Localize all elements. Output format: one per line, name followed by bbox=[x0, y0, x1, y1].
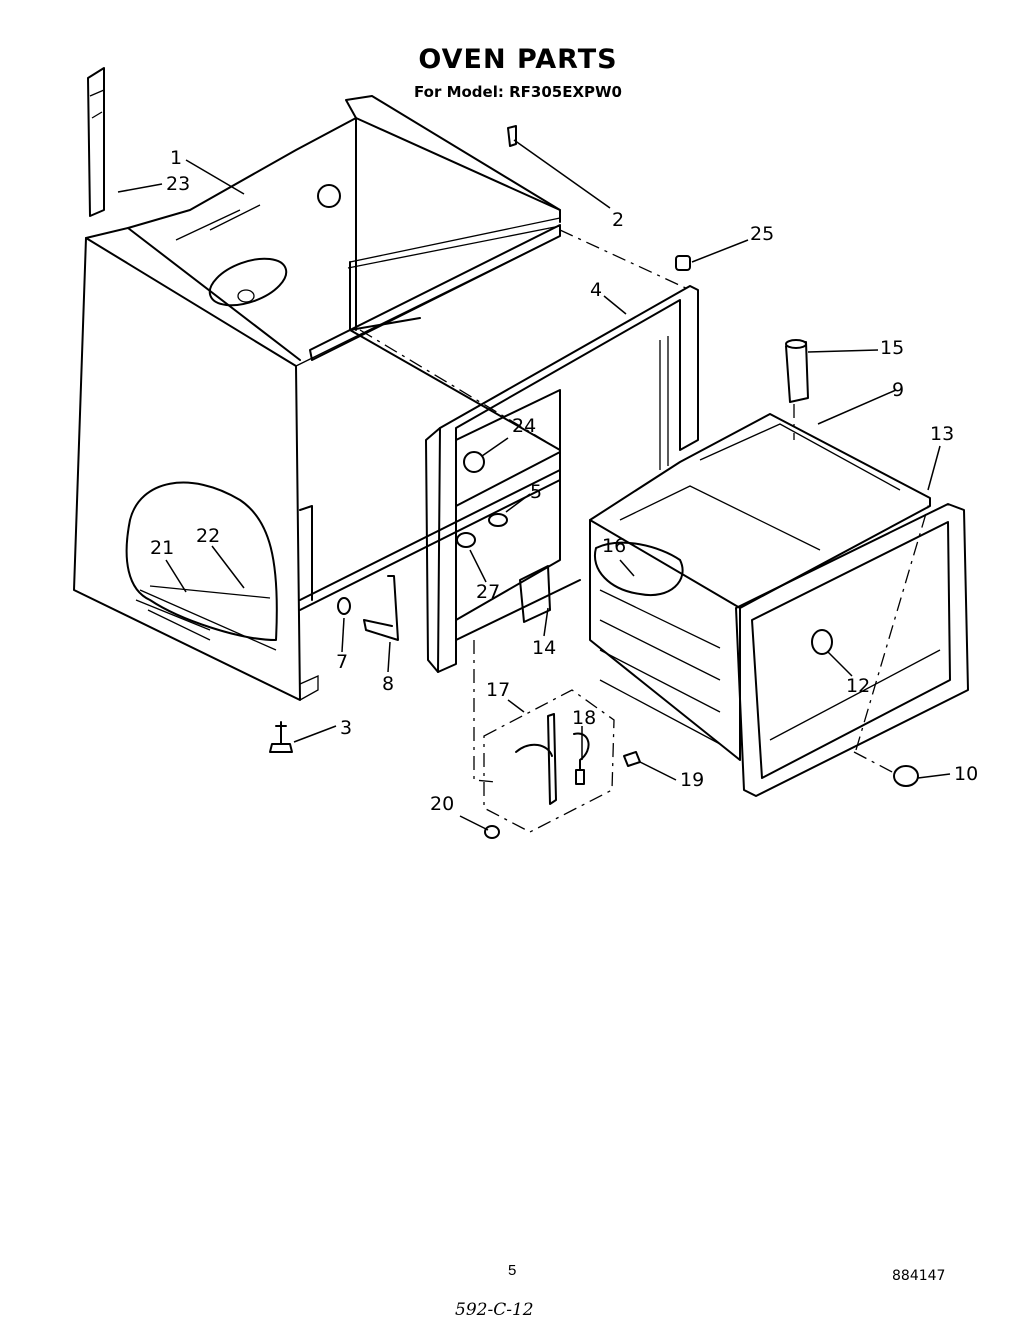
callout-1: 1 bbox=[170, 147, 182, 169]
callout-9: 9 bbox=[892, 379, 904, 401]
page-number: 5 bbox=[508, 1262, 517, 1279]
callout-19: 19 bbox=[680, 769, 704, 791]
document-number: 884147 bbox=[892, 1268, 946, 1284]
callout-8: 8 bbox=[382, 673, 394, 695]
callout-16: 16 bbox=[602, 535, 626, 557]
callout-18: 18 bbox=[572, 707, 596, 729]
callout-23: 23 bbox=[166, 173, 190, 195]
callout-27: 27 bbox=[476, 581, 500, 603]
part-23-bracket bbox=[87, 67, 105, 217]
diagram-title: OVEN PARTS bbox=[418, 44, 618, 75]
callout-22: 22 bbox=[196, 525, 220, 547]
callout-12: 12 bbox=[846, 675, 870, 697]
callout-17: 17 bbox=[486, 679, 510, 701]
callout-25: 25 bbox=[750, 223, 774, 245]
callout-21: 21 bbox=[150, 537, 174, 559]
callout-10: 10 bbox=[954, 763, 978, 785]
callout-4: 4 bbox=[590, 279, 602, 301]
assembly-lines bbox=[359, 229, 931, 783]
cabinet-body bbox=[73, 95, 561, 701]
callout-5: 5 bbox=[530, 481, 542, 503]
model-subtitle: For Model: RF305EXPW0 bbox=[414, 83, 622, 101]
callout-20: 20 bbox=[430, 793, 454, 815]
leader-lines bbox=[117, 139, 951, 831]
callout-14: 14 bbox=[532, 637, 556, 659]
part-4-front-frame bbox=[425, 285, 699, 673]
callout-15: 15 bbox=[880, 337, 904, 359]
callout-7: 7 bbox=[336, 651, 348, 673]
part-9-oven-liner bbox=[589, 339, 969, 797]
callout-13: 13 bbox=[930, 423, 954, 445]
handwritten-note: 592-C-12 bbox=[455, 1300, 534, 1320]
callout-2: 2 bbox=[612, 209, 624, 231]
callout-3: 3 bbox=[340, 717, 352, 739]
callout-24: 24 bbox=[512, 415, 536, 437]
callout-numbers: 1 2 3 4 5 7 8 9 10 12 13 14 15 16 17 18 … bbox=[150, 147, 978, 815]
small-parts bbox=[269, 125, 919, 839]
